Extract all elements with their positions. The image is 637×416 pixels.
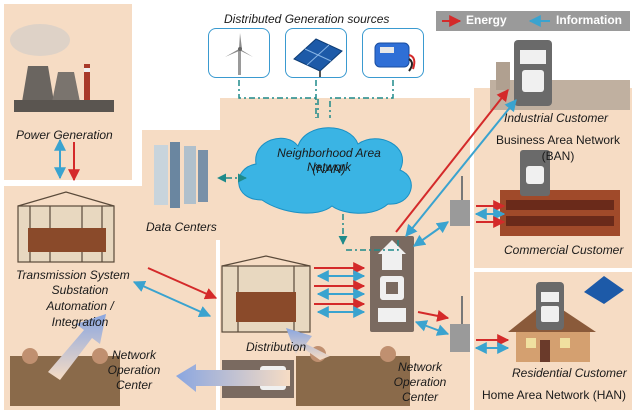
noc-right-label-3: Center (401, 390, 439, 404)
ban-label-1: Business Area Network (495, 133, 621, 147)
transmission-system-label: Transmission System (16, 268, 130, 282)
noc-left-label-1: Network (111, 348, 156, 362)
solar-panel-icon (285, 28, 347, 78)
hub-pole-lower-energy-arrow (417, 309, 450, 322)
power-plant-icon (10, 24, 114, 112)
nan-cloud (238, 127, 412, 214)
noc-left-label-3: Center (115, 378, 153, 392)
page-title: Distributed Generation sources (224, 12, 390, 26)
power-generation-label: Power Generation (16, 128, 113, 142)
hub-industrial-info-arrow (405, 99, 517, 237)
noc-left-label-2: Operation (107, 363, 161, 377)
pole-transformer-upper-icon (450, 176, 470, 226)
commercial-building-icon (500, 150, 620, 236)
pole-transformer-lower-icon (450, 296, 470, 352)
smart-meter-hub-icon (370, 236, 414, 332)
transmission-tower-icon (17, 191, 115, 263)
noc-right-label-1: Network (397, 360, 442, 374)
noc-to-distribution-big-arrow (286, 328, 330, 360)
ban-label-2: (BAN) (541, 149, 575, 163)
noc-right-label-2: Operation (393, 375, 447, 389)
battery-icon (362, 28, 424, 78)
distribution-hub-arrows (314, 262, 366, 318)
distribution-label: Distribution (246, 340, 307, 354)
wind-turbine-icon (208, 28, 270, 78)
nan-label-2: (NAN) (312, 162, 346, 176)
data-centers-label: Data Centers (146, 220, 217, 234)
hub-pole-upper-info-arrow (413, 221, 449, 247)
residential-customer-label: Residential Customer (512, 366, 627, 380)
industrial-building-icon (490, 40, 630, 110)
distribution-substation-icon (221, 255, 311, 333)
legend-energy-label: Energy (466, 13, 507, 27)
hub-pole-lower-info-arrow (414, 320, 450, 336)
noc-to-transmission-big-arrow (48, 314, 106, 380)
residential-house-icon (508, 276, 624, 362)
industrial-customer-label: Industrial Customer (504, 111, 609, 125)
nan-label-1: Neighborhood Area Network (277, 146, 381, 174)
noc-horizontal-big-arrow (176, 364, 290, 392)
substation-label-1: Substation (51, 283, 109, 297)
transmission-info-arrow (132, 280, 212, 318)
data-center-racks-icon (154, 142, 208, 208)
han-label: Home Area Network (HAN) (482, 388, 627, 402)
substation-label-2: Automation / (46, 299, 114, 313)
substation-label-3: Integration (51, 315, 109, 329)
commercial-customer-label: Commercial Customer (504, 243, 624, 257)
legend-information-label: Information (556, 13, 622, 27)
